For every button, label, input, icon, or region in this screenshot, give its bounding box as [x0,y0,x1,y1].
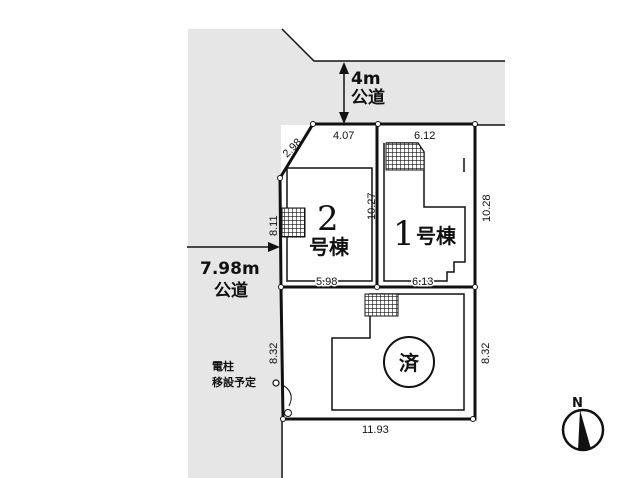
lot-1-number: 1 [393,214,415,254]
dim-lot1-bottom: 6.13 [412,276,433,288]
dim-lot2-right: 10.27 [366,192,378,220]
west-road-width: 7.98m [200,259,260,279]
west-road-arrow [187,242,280,252]
pole-note-line1: 電柱 [212,359,234,373]
utility-pole-icon [272,379,280,387]
dim-lot3-right: 8.32 [480,343,492,364]
boundary-markers [277,121,478,422]
sold-stamp [383,336,435,388]
road-area [188,29,505,478]
building-3-outline [331,293,465,411]
dim-lot2-left: 8.11 [268,215,280,236]
building-3-entrance [364,293,399,317]
lot-2-number: 2 [317,199,339,239]
lot-1-label: 号棟 [416,224,457,248]
west-road-label: 公道 [214,280,248,301]
dim-lot3-bottom: 11.93 [362,424,389,436]
road-edge [281,28,505,62]
pole-note-line2: 移設予定 [212,375,256,389]
north-compass-icon [561,408,605,452]
building-1-entrance [385,142,425,171]
north-road-width-arrow [339,62,349,124]
dim-lot1-right: 10.28 [481,194,493,222]
lot-2-label: 号棟 [309,235,350,259]
compass-north-label: N [572,396,583,411]
north-road-label: 公道 [351,87,385,108]
building-2-entrance [281,207,306,238]
north-road-width: 4m [351,69,381,89]
utility-pole-new-icon [284,409,292,417]
dim-top-left: 4.07 [333,130,354,142]
dim-lot2-bottom: 5.98 [316,276,337,288]
pole-relocation-arrow [280,383,292,407]
dim-top-right: 6.12 [414,130,435,142]
dim-corner-cut: 2.98 [281,136,305,160]
sold-label: 済 [399,351,420,375]
dim-lot3-left: 8.32 [268,343,280,364]
